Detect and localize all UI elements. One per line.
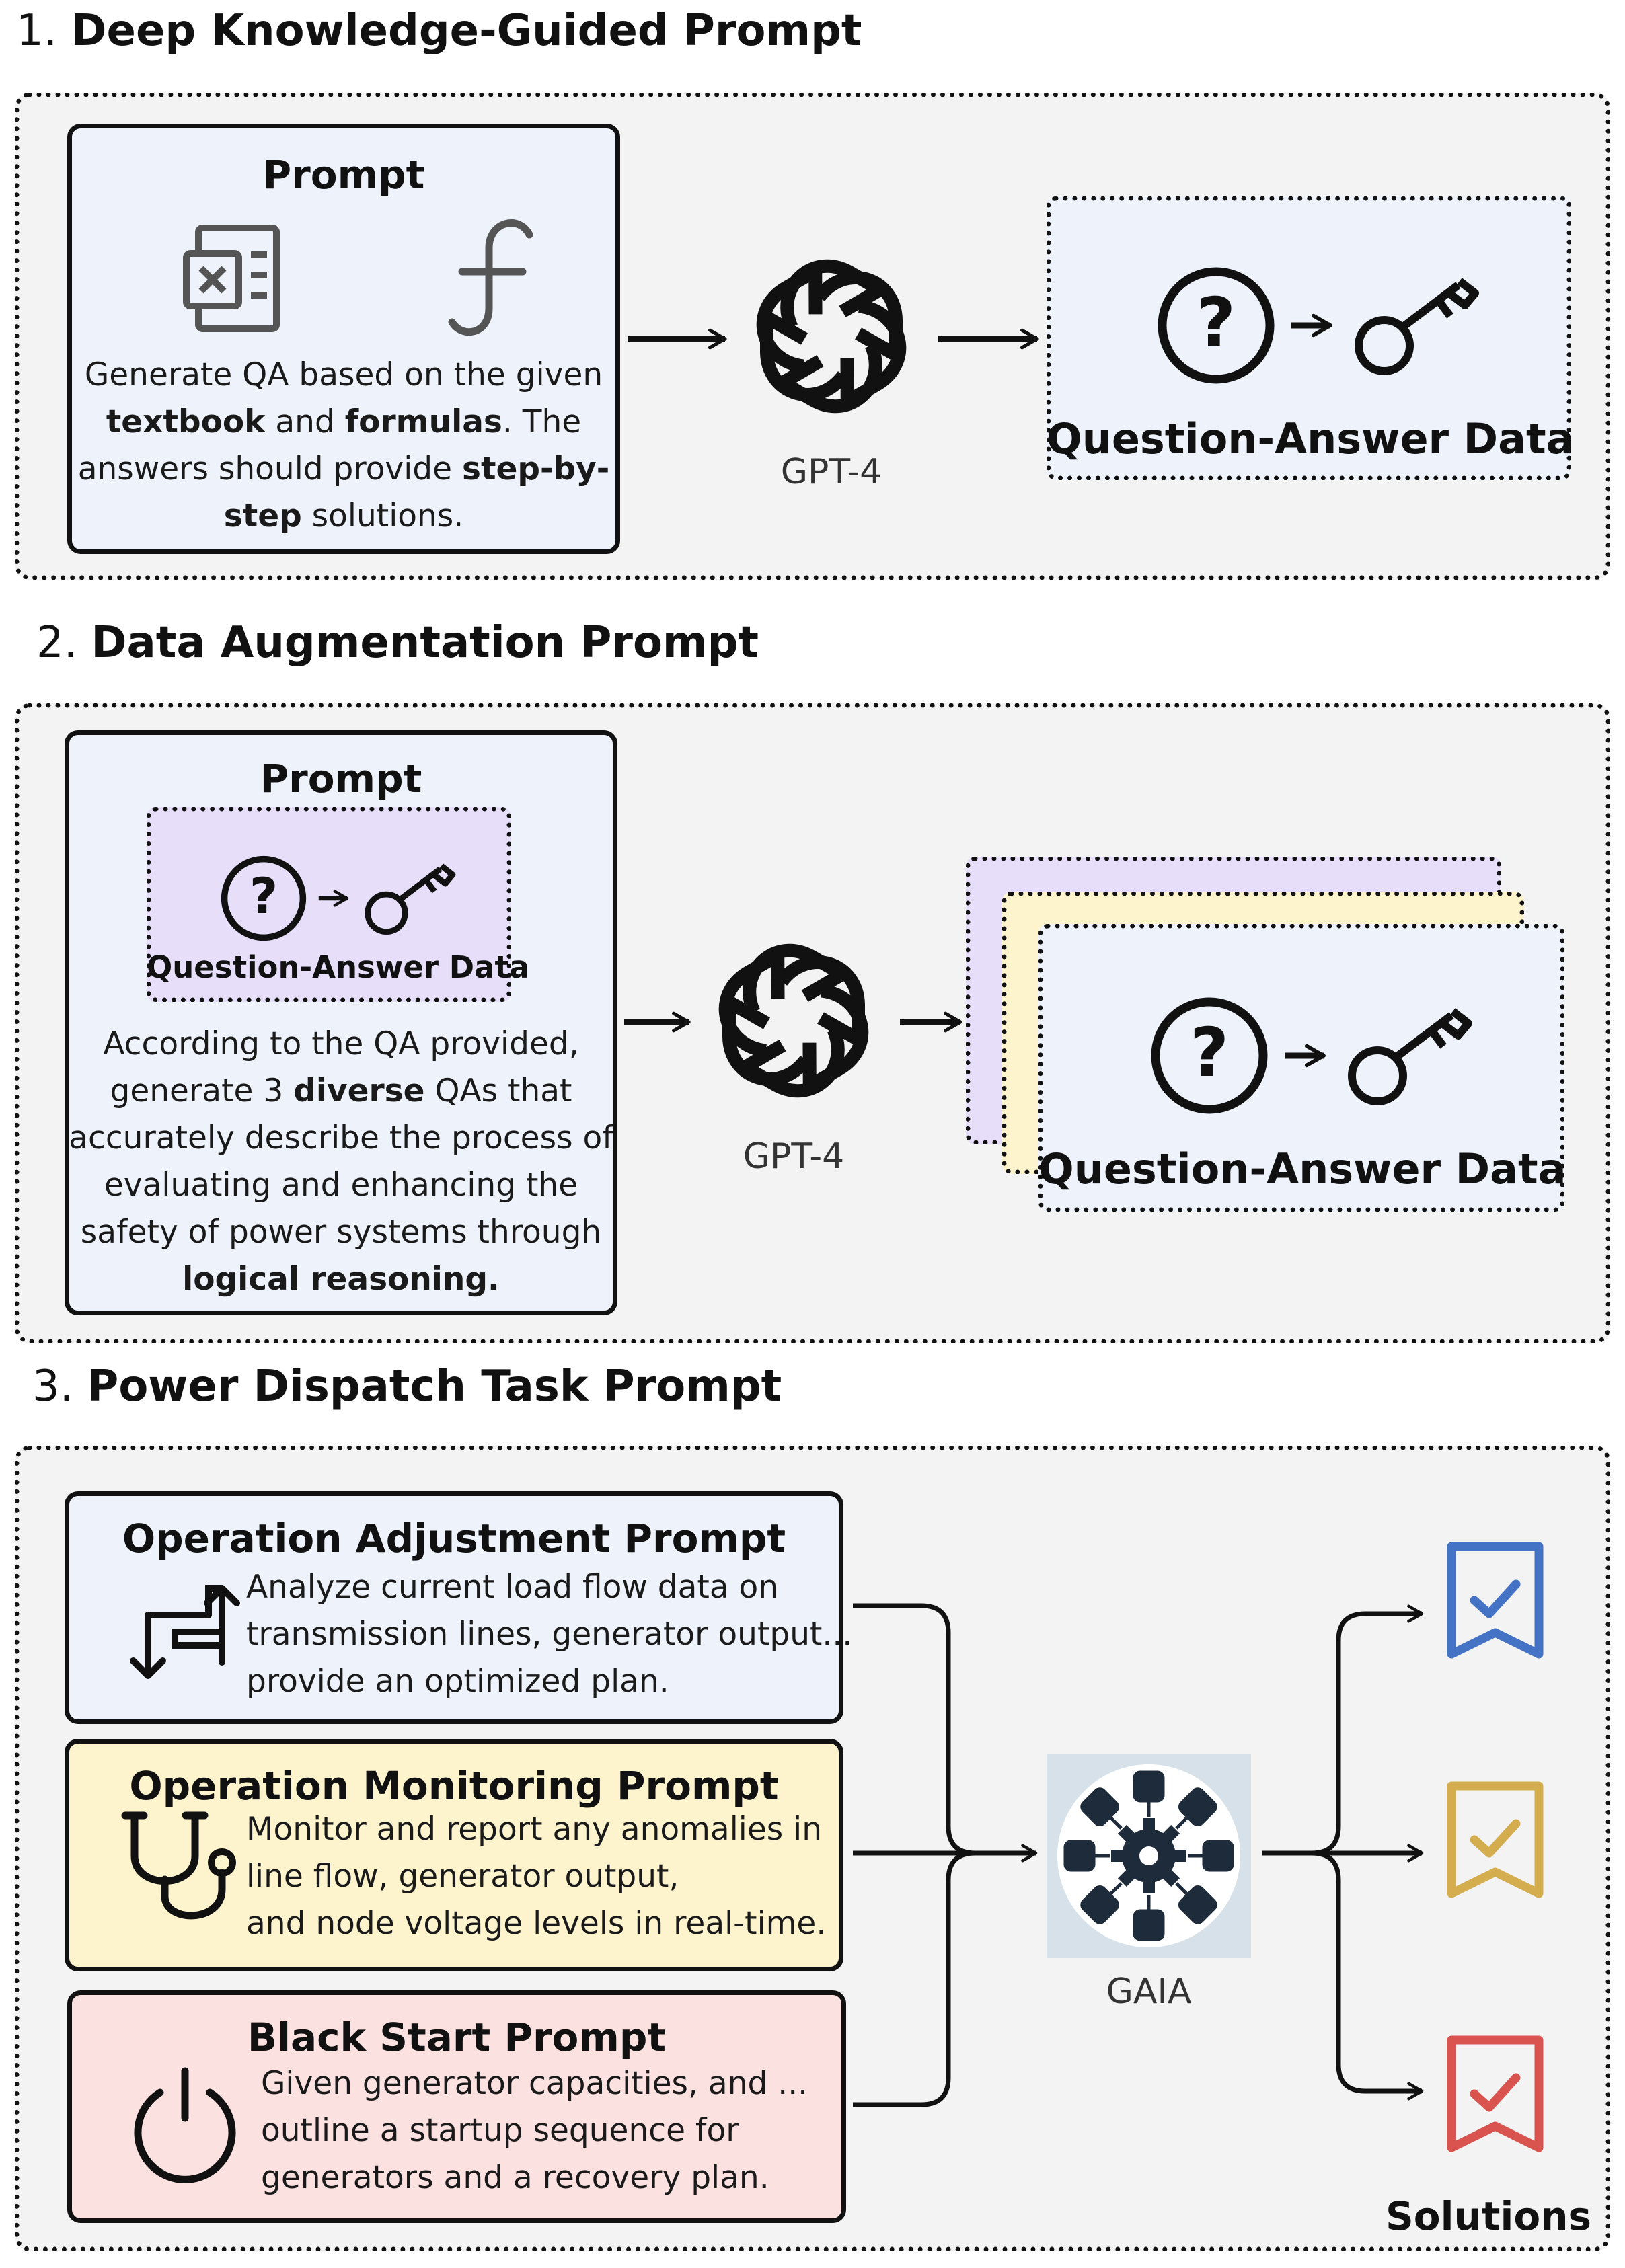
s1-icons: [183, 219, 533, 336]
s1-prompt-text: Generate QA based on the given textbook …: [77, 356, 610, 535]
function-icon: [448, 219, 533, 336]
power-icon: [134, 2067, 236, 2183]
s2-model-label: GPT-4: [743, 1136, 845, 1177]
s2-output-box: [1038, 924, 1564, 1212]
section-2-title: 2. Data Augmentation Prompt: [36, 618, 759, 668]
s2-prompt-heading: Prompt: [260, 756, 422, 801]
s2-inner-qa-label: Question-Answer Data: [147, 949, 530, 985]
s2-inner-qa-box: [147, 807, 511, 1002]
connector-blackstart: [853, 1850, 976, 2107]
s1-output-label: Question-Answer Data: [1047, 414, 1575, 463]
bookmark-check-icon-red: [1447, 2035, 1544, 2152]
task-title-adjustment: Operation Adjustment Prompt: [122, 1516, 786, 1561]
task-text-monitoring: Monitor and report any anomalies in line…: [246, 1811, 827, 1942]
s1-arrows: [628, 0, 1039, 605]
section-1-title: 1. Deep Knowledge-Guided Prompt: [16, 6, 862, 56]
bookmark-check-icon-yellow: [1447, 1781, 1544, 1898]
s1-prompt-heading: Prompt: [262, 152, 425, 198]
task-card-blackstart: [67, 1990, 846, 2223]
task-text-adjustment: Analyze current load flow data on transm…: [246, 1569, 853, 1700]
task-title-monitoring: Operation Monitoring Prompt: [129, 1763, 779, 1809]
s1-prompt-card: Prompt Generate QA based on the given te…: [67, 124, 620, 554]
s2-prompt-text: According to the QA provided, generate 3…: [69, 1025, 613, 1298]
gaia-label: GAIA: [1106, 1971, 1192, 2012]
s1-model-label: GPT-4: [780, 452, 882, 492]
gaia-gear-icon: [1047, 1754, 1251, 1958]
connector-sol-3: [1311, 1850, 1424, 2101]
connector-sol-1: [1262, 1604, 1424, 1856]
excel-doc-icon: [183, 225, 280, 332]
connector-adjustment: [853, 1603, 1038, 1863]
task-card-adjustment: [65, 1491, 843, 1724]
task-text-blackstart: Given generator capacities, and ... outl…: [261, 2065, 808, 2196]
s2-output-label: Question-Answer Data: [1038, 1144, 1566, 1194]
s1-output-box: [1047, 196, 1571, 480]
bookmark-check-icon-blue: [1447, 1542, 1544, 1659]
s2-arrows: [624, 0, 962, 1345]
solutions-label: Solutions: [1386, 2193, 1592, 2239]
task-title-blackstart: Black Start Prompt: [247, 2015, 667, 2060]
section-3-title: 3. Power Dispatch Task Prompt: [32, 1362, 782, 1411]
stethoscope-icon: [121, 1811, 236, 1920]
flow-arrows-icon: [130, 1585, 240, 1679]
